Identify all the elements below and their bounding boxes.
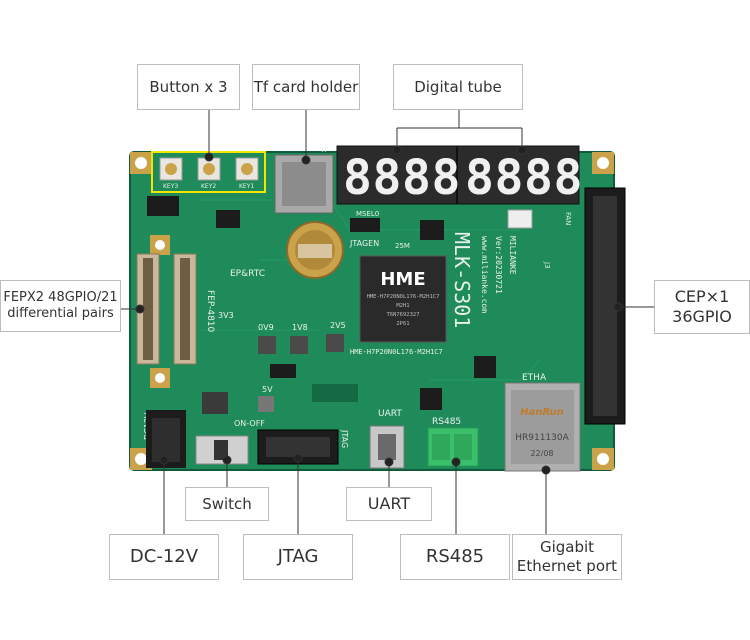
- callout-button-label: Button x 3: [149, 77, 228, 96]
- callout-gigabit-line1: Gigabit: [539, 538, 595, 557]
- v33-silk: 3V3: [218, 311, 234, 320]
- callout-rs485: RS485: [400, 534, 510, 580]
- digit-8: 8: [554, 150, 583, 206]
- callout-uart: UART: [346, 487, 432, 521]
- chip-part: HME-H7P20N0L176-M2H1C7: [367, 294, 440, 300]
- digit-2: 8: [373, 150, 402, 206]
- callout-tf-card: Tf card holder: [252, 64, 360, 110]
- j3-silk: J3: [543, 261, 551, 269]
- key2-silk: KEY2: [201, 183, 216, 190]
- digit-3: 8: [402, 150, 431, 206]
- callout-cep-line1: CEP×1: [674, 287, 730, 306]
- rj45-port: HanRun HR911130A 22/08: [504, 382, 581, 472]
- board-name-silk: MLK-S301: [450, 232, 474, 328]
- chip-logo: HME: [380, 269, 425, 290]
- digit-5: 8: [465, 150, 494, 206]
- v09-silk: 0V9: [258, 323, 274, 332]
- digit-1: 8: [343, 150, 372, 206]
- callout-fepx2: FEPX2 48GPIO/21 differential pairs: [0, 280, 121, 332]
- callout-digital-tube-label: Digital tube: [414, 77, 502, 96]
- chip-line4: 2P61: [396, 321, 409, 327]
- callout-dc-label: DC-12V: [129, 545, 199, 567]
- callout-tf-card-label: Tf card holder: [253, 77, 359, 96]
- rj45-part: HR911130A: [515, 433, 569, 443]
- callout-fepx2-line2: differential pairs: [7, 306, 114, 321]
- callout-jtag: JTAG: [243, 534, 353, 580]
- rj45-date: 22/08: [530, 449, 553, 458]
- msel-silk: MSEL0: [356, 210, 379, 218]
- callout-switch: Switch: [185, 487, 269, 521]
- key3-silk: KEY3: [163, 183, 178, 190]
- callout-gigabit-line2: Ethernet port: [516, 557, 618, 575]
- callout-cep: CEP×1 36GPIO: [654, 280, 750, 334]
- callout-gigabit: Gigabit Ethernet port: [512, 534, 622, 580]
- tf-silk: TF: [319, 146, 328, 154]
- callout-jtag-label: JTAG: [277, 545, 319, 567]
- digit-4: 8: [432, 150, 461, 206]
- callout-uart-label: UART: [367, 494, 411, 513]
- uart-silk: UART: [378, 409, 402, 419]
- chip-line2: M2H1: [396, 303, 409, 309]
- epprtc-silk: EP&RTC: [230, 269, 265, 279]
- fpga-chip: HME HME-H7P20N0L176-M2H1C7 M2H1 T6N76923…: [359, 255, 447, 343]
- v5-silk: 5V: [262, 385, 273, 394]
- callout-button: Button x 3: [137, 64, 240, 110]
- chip-part-silk: HME-H7P20N0L176-M2H1C7: [350, 348, 443, 356]
- digit-7: 8: [524, 150, 553, 206]
- callout-cep-line2: 36GPIO: [672, 307, 732, 326]
- digit-6: 8: [495, 150, 524, 206]
- key-buttons: [159, 157, 259, 181]
- website-silk: www.milianke.com: [480, 236, 489, 313]
- jtag-silk: JTAG: [340, 429, 349, 448]
- digital-tube: [336, 145, 580, 205]
- etha-silk: ETHA: [522, 373, 547, 383]
- version-silk: Ver:20230721: [494, 236, 503, 294]
- rs485-silk: RS485: [432, 417, 461, 427]
- rj45-brand: HanRun: [520, 407, 564, 418]
- clk-silk: 25M: [395, 242, 410, 250]
- jtagen-silk: JTAGEN: [349, 239, 379, 248]
- fep-silk: FEP-4810: [205, 290, 215, 333]
- callout-fepx2-line1: FEPX2 48GPIO/21: [3, 289, 118, 305]
- callout-dc: DC-12V: [109, 534, 219, 580]
- chip-line3: T6N7692327: [386, 312, 419, 318]
- brand-silk: MILIANKE: [508, 236, 517, 275]
- callout-rs485-label: RS485: [425, 545, 485, 567]
- key1-silk: KEY1: [239, 183, 254, 190]
- fan-silk: FAN: [564, 212, 572, 225]
- v25-silk: 2V5: [330, 321, 346, 330]
- callout-switch-label: Switch: [202, 494, 252, 513]
- onoff-silk: ON-OFF: [234, 419, 265, 428]
- v18-silk: 1V8: [292, 323, 308, 332]
- callout-digital-tube: Digital tube: [393, 64, 523, 110]
